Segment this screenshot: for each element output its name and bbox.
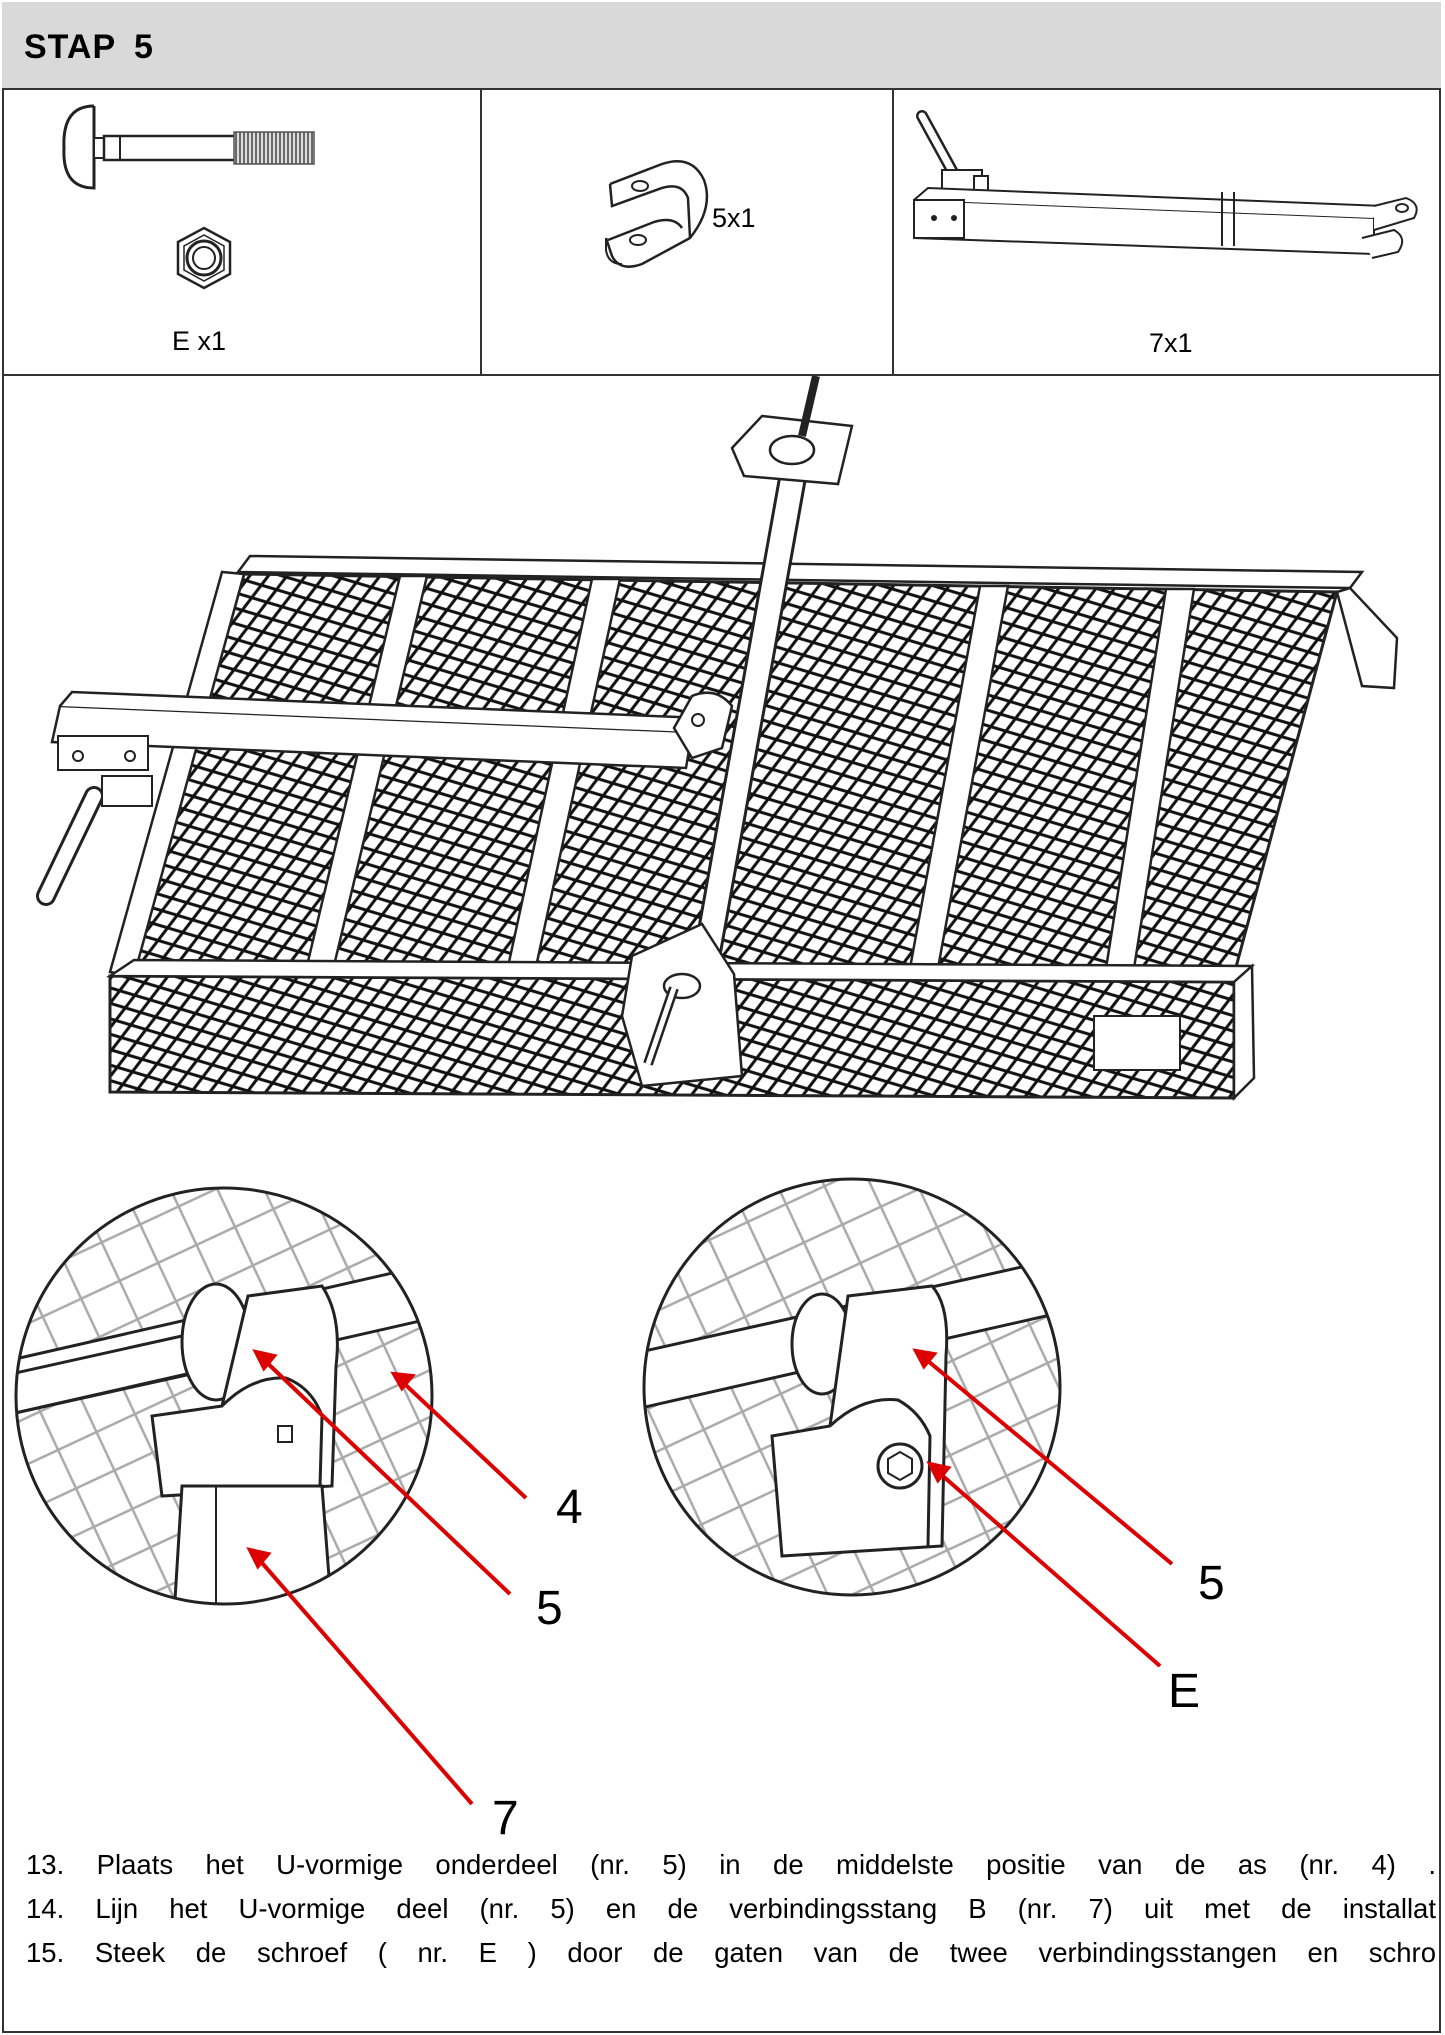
part-cell-bolt: E x1: [2, 88, 482, 374]
cargo-carrier-drawing: [36, 376, 1399, 1102]
callout-e: E: [1168, 1665, 1201, 1718]
assembly-illustrations: 4 5 7 5 E: [2, 376, 1441, 1845]
instruction-14: 14. Lijn het U-vormige deel (nr. 5) en d…: [26, 1893, 1436, 1924]
u-bracket-icon: [604, 160, 709, 268]
callout-4: 4: [556, 1481, 583, 1534]
hex-nut-icon: [176, 226, 232, 290]
part-cell-connecting-rod: 7x1: [894, 88, 1441, 374]
callout-7: 7: [492, 1792, 519, 1845]
callout-5-left: 5: [536, 1582, 563, 1635]
instruction-list: 13. Plaats het U-vormige onderdeel (nr. …: [26, 1843, 1436, 1975]
step-header: STAP 5: [2, 2, 1441, 90]
part-cell-u-bracket: 5x1: [482, 88, 894, 374]
part-qty-bolt: E x1: [172, 326, 227, 356]
callout-5-right: 5: [1198, 1557, 1225, 1610]
detail-view-right: [642, 1177, 1174, 1668]
part-qty-u-bracket: 5x1: [712, 203, 756, 233]
assembly-drawing: [14, 376, 1399, 1806]
connecting-rod-icon: [913, 110, 1418, 259]
detail-view-left: [14, 1186, 528, 1806]
instruction-13: 13. Plaats het U-vormige onderdeel (nr. …: [26, 1849, 1436, 1880]
part-qty-connecting-rod: 7x1: [1149, 328, 1193, 358]
parts-list: E x1 5x1: [2, 88, 1441, 376]
instruction-15: 15. Steek de schroef ( nr. E ) door de g…: [26, 1937, 1436, 1968]
carriage-bolt-icon: [62, 104, 315, 290]
step-title: STAP 5: [24, 28, 154, 66]
